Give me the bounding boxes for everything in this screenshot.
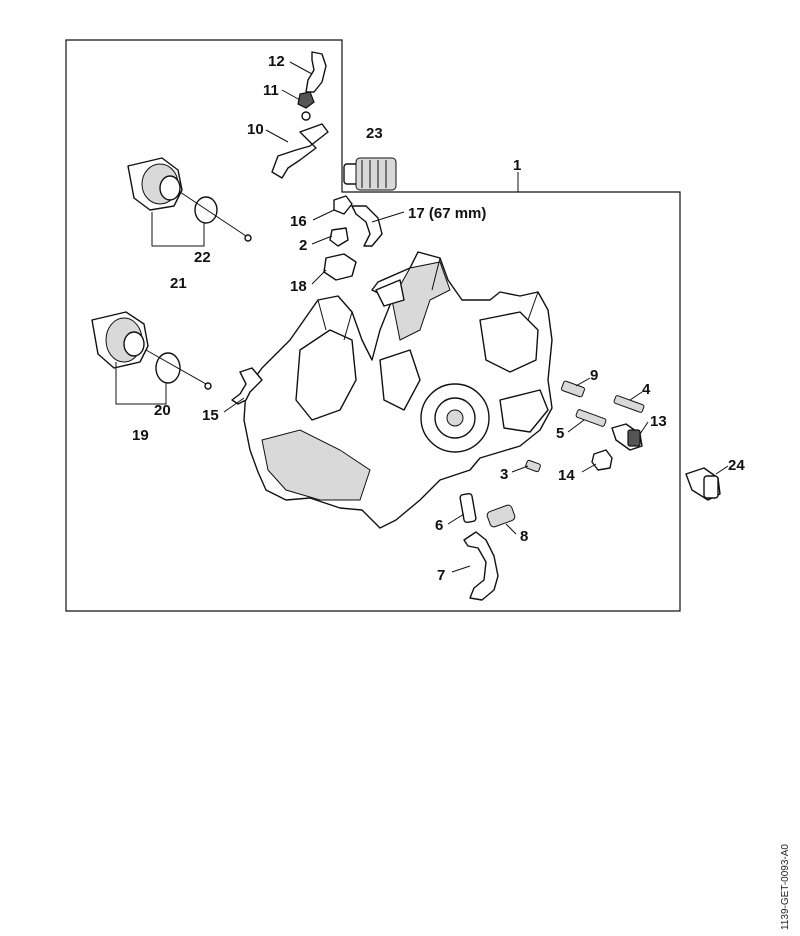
wire-clip (231, 367, 263, 405)
callout-24: 24 (728, 457, 745, 474)
assembly-frame (65, 39, 681, 612)
impulse-hose-group (323, 195, 383, 281)
sleeve-6 (459, 492, 477, 524)
shaft-seal-lower (91, 311, 212, 390)
callout-3: 3 (500, 466, 508, 483)
stud-3 (525, 459, 541, 473)
callout-18: 18 (290, 278, 307, 295)
callout-9: 9 (590, 367, 598, 384)
connector-8 (486, 504, 516, 528)
callout-17: 17 (67 mm) (408, 205, 486, 222)
callout-16: 16 (290, 213, 307, 230)
stud-9 (561, 380, 585, 398)
crankcase-housing (243, 251, 553, 529)
stud-5 (575, 409, 607, 427)
callout-14: 14 (558, 467, 575, 484)
callout-19: 19 (132, 427, 149, 444)
callout-21: 21 (170, 275, 187, 292)
callout-23: 23 (366, 125, 383, 142)
callout-22: 22 (194, 249, 211, 266)
callout-11: 11 (263, 82, 279, 99)
callout-13: 13 (650, 413, 667, 430)
callout-1: 1 (513, 157, 521, 174)
shaft-seal-upper (127, 157, 252, 242)
callout-4: 4 (642, 381, 651, 398)
bolt-14 (591, 449, 613, 471)
callout-12: 12 (268, 53, 285, 70)
callout-20: 20 (154, 402, 171, 419)
reference-code: 1139-GET-0093-A0 (780, 844, 791, 930)
callout-5: 5 (556, 425, 564, 442)
leader-lines (115, 61, 729, 573)
callout-15: 15 (202, 407, 219, 424)
callout-6: 6 (435, 517, 443, 534)
callout-7: 7 (437, 567, 445, 584)
callout-10: 10 (247, 121, 264, 138)
bolt-24 (685, 467, 721, 501)
oil-pickup-tube (271, 51, 329, 179)
filter-cartridge (343, 157, 397, 191)
callout-2: 2 (299, 237, 307, 254)
fuel-hose-7 (463, 531, 499, 601)
callout-8: 8 (520, 528, 528, 545)
bolt-13 (611, 423, 643, 451)
stud-4 (613, 395, 645, 413)
